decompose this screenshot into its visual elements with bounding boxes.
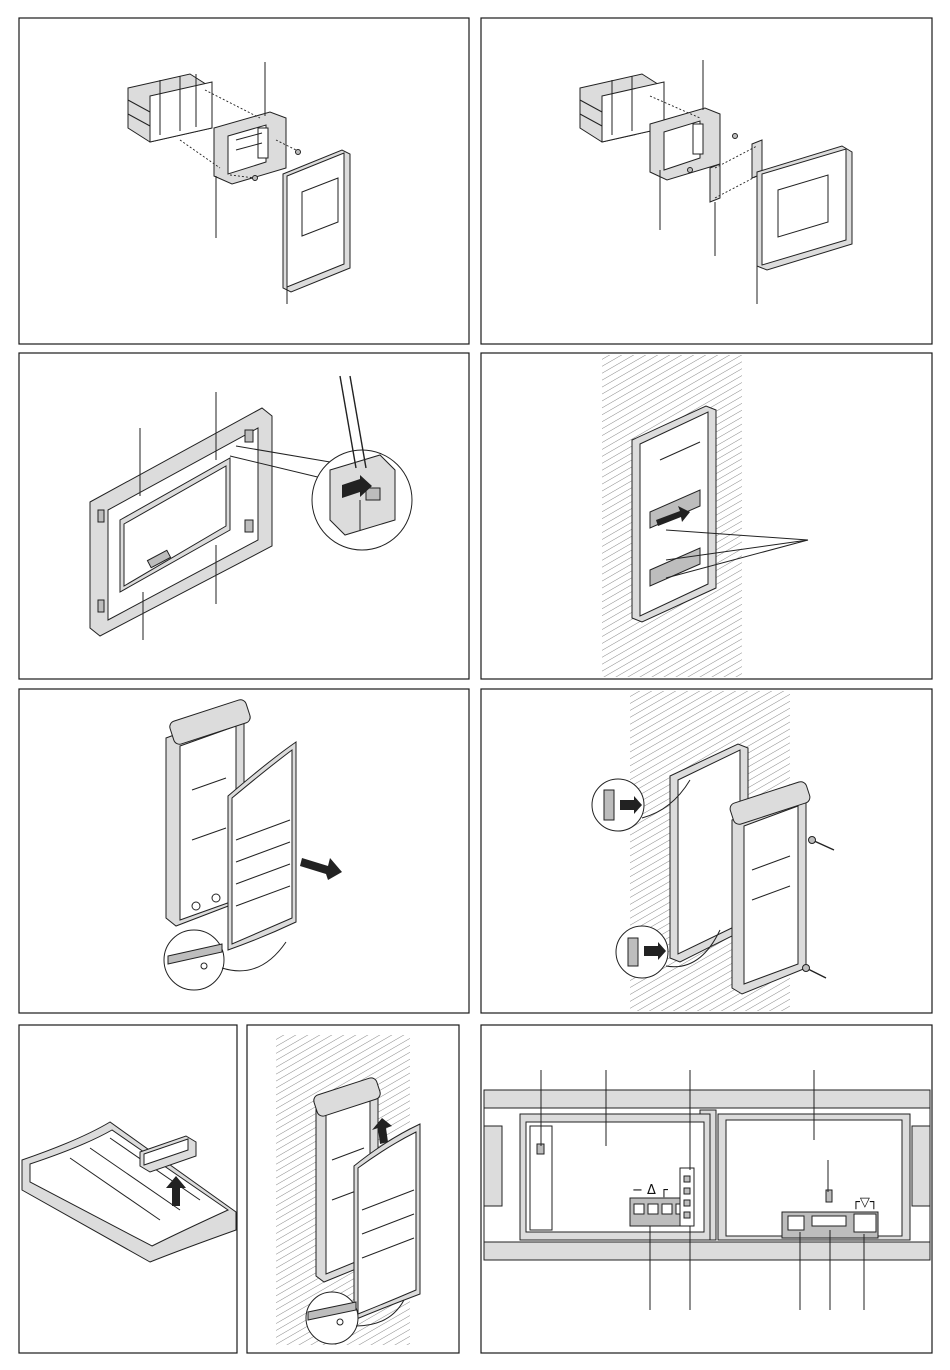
panel-cover-refit-on-wall: [247, 1025, 459, 1353]
panel-flush-box-in-wall: [481, 353, 932, 679]
relay-terminal-symbols: ┌▽┐: [852, 1195, 878, 1210]
cover-plate-illustration: [283, 150, 350, 292]
panel-box-frame-cover-assembly: [19, 18, 469, 344]
magnifier-detail: [616, 926, 668, 978]
magnifier-detail: [592, 779, 644, 831]
panel-circuit-board-terminals: − Δ ┌ ┌▽┐: [481, 1025, 932, 1353]
panel-front-cover-removal: [19, 689, 469, 1013]
screw-icon: [733, 134, 738, 139]
panel-label-insert: [19, 1025, 237, 1353]
screw-icon: [253, 176, 258, 181]
magnifier-detail: [306, 1292, 358, 1344]
screw-icon: [296, 150, 301, 155]
panel-box-frame-adapter-cover-assembly: [481, 18, 932, 344]
screw-icon: [688, 168, 693, 173]
audio-terminal-symbols: − Δ ┌: [632, 1183, 668, 1198]
magnifier-detail: [164, 930, 224, 990]
panel-mounting-frame-tab-release: [19, 353, 469, 679]
device-module-illustration: [729, 780, 812, 994]
connector-strip: [680, 1168, 694, 1226]
panel-wall-box-module-screws: [481, 689, 932, 1013]
